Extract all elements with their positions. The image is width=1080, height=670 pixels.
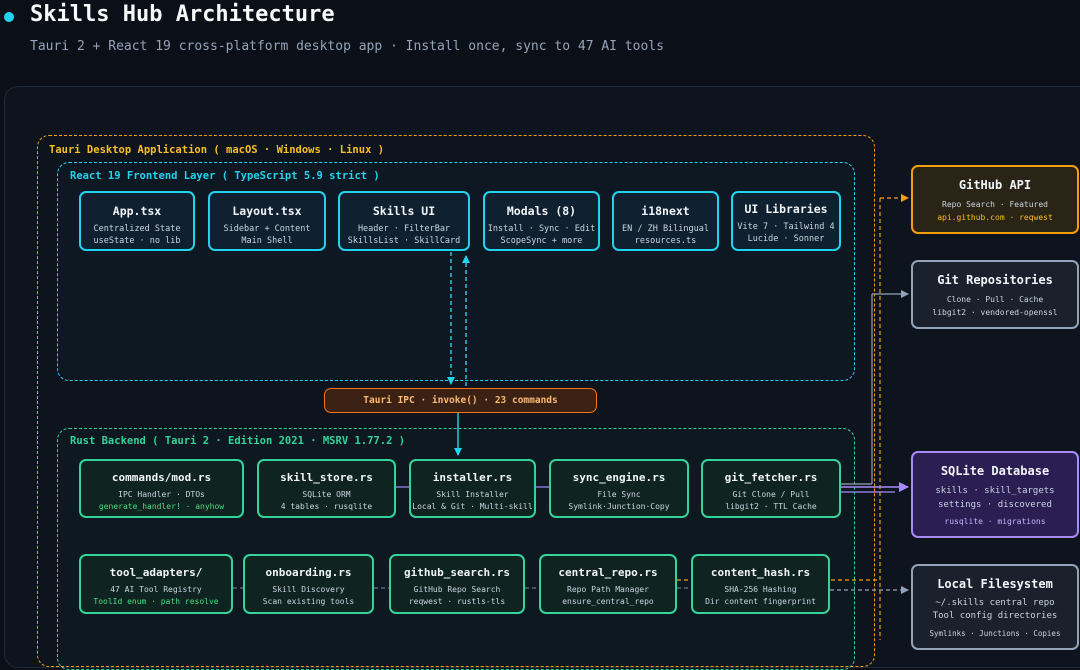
- node-title: Modals (8): [506, 204, 577, 218]
- skills-ui-node: Skills UI Header · FilterBar SkillsList …: [338, 191, 470, 251]
- node-accent: ToolId enum · path resolve: [93, 597, 219, 606]
- node-detail: Vite 7 · Tailwind 4: [737, 222, 835, 232]
- node-detail: libgit2 · TTL Cache: [725, 502, 817, 511]
- skill-store-node: skill_store.rs SQLite ORM 4 tables · rus…: [257, 459, 396, 518]
- node-detail: Clone · Pull · Cache: [946, 295, 1044, 304]
- node-detail: Local & Git · Multi-skill: [412, 502, 533, 511]
- node-title: i18next: [641, 204, 690, 218]
- node-title: commands/mod.rs: [111, 471, 212, 484]
- node-detail: Lucide · Sonner: [747, 234, 825, 244]
- node-detail: reqwest · rustls-tls: [408, 597, 506, 606]
- sqlite-database-node: SQLite Database skills · skill_targets s…: [911, 451, 1079, 538]
- title-bullet-icon: [4, 12, 14, 22]
- node-title: GitHub API: [958, 178, 1032, 192]
- node-detail: GitHub Repo Search: [413, 585, 501, 594]
- node-title: App.tsx: [112, 204, 162, 218]
- node-detail: ScopeSync + more: [500, 236, 583, 246]
- tool-adapters-node: tool_adapters/ 47 AI Tool Registry ToolI…: [79, 554, 233, 614]
- ui-libraries-node: UI Libraries Vite 7 · Tailwind 4 Lucide …: [731, 191, 841, 251]
- node-title: Layout.tsx: [232, 204, 302, 218]
- node-detail: ensure_central_repo: [562, 597, 654, 606]
- node-detail: IPC Handler · DTOs: [118, 490, 205, 499]
- ipc-label: Tauri IPC · invoke() · 23 commands: [363, 395, 558, 406]
- node-detail: Main Shell: [241, 236, 293, 246]
- node-detail: Tool config directories: [932, 611, 1058, 621]
- node-title: Git Repositories: [937, 273, 1053, 287]
- node-detail: Symlink·Junction·Copy: [568, 502, 670, 511]
- page-title: Skills Hub Architecture: [30, 2, 335, 27]
- node-detail: useState · no lib: [93, 236, 181, 246]
- node-title: Local Filesystem: [937, 577, 1053, 591]
- node-detail: Scan existing tools: [262, 597, 355, 606]
- local-filesystem-node: Local Filesystem ~/.skills central repo …: [911, 564, 1079, 650]
- node-title: onboarding.rs: [265, 566, 352, 579]
- node-detail: SHA-256 Hashing: [724, 585, 797, 594]
- sync-engine-node: sync_engine.rs File Sync Symlink·Junctio…: [549, 459, 689, 518]
- node-detail: Git Clone / Pull: [732, 490, 810, 499]
- tauri-app-group-label: Tauri Desktop Application ( macOS · Wind…: [49, 144, 385, 156]
- node-detail: Header · FilterBar: [357, 224, 451, 234]
- frontend-layer-label: React 19 Frontend Layer ( TypeScript 5.9…: [70, 170, 380, 182]
- node-detail: Repo Path Manager: [567, 585, 649, 594]
- node-detail: resources.ts: [634, 236, 697, 246]
- page-subtitle: Tauri 2 + React 19 cross-platform deskto…: [30, 39, 664, 54]
- page-header: Skills Hub Architecture Tauri 2 + React …: [0, 0, 1080, 86]
- node-detail: Skill Installer: [436, 490, 509, 499]
- node-title: Skills UI: [372, 204, 436, 218]
- node-detail: Symlinks · Junctions · Copies: [929, 629, 1061, 638]
- frontend-layer-group: [57, 162, 855, 381]
- node-detail: SkillsList · SkillCard: [347, 236, 461, 246]
- node-title: tool_adapters/: [109, 566, 203, 579]
- node-detail: Skill Discovery: [272, 585, 345, 594]
- node-detail: SQLite ORM: [302, 490, 351, 499]
- central-repo-node: central_repo.rs Repo Path Manager ensure…: [539, 554, 677, 614]
- node-detail: ~/.skills central repo: [935, 598, 1055, 608]
- node-title: UI Libraries: [744, 202, 828, 216]
- node-detail: Dir content fingerprint: [705, 597, 816, 606]
- node-title: github_search.rs: [404, 566, 510, 579]
- node-detail: Sidebar + Content: [223, 224, 311, 234]
- node-detail: EN / ZH Bilingual: [622, 224, 709, 234]
- node-accent: api.github.com · reqwest: [937, 213, 1053, 222]
- git-fetcher-node: git_fetcher.rs Git Clone / Pull libgit2 …: [701, 459, 841, 518]
- github-search-node: github_search.rs GitHub Repo Search reqw…: [389, 554, 525, 614]
- node-detail: Install · Sync · Edit: [487, 224, 596, 234]
- node-title: git_fetcher.rs: [724, 471, 818, 484]
- layout-tsx-node: Layout.tsx Sidebar + Content Main Shell: [208, 191, 326, 251]
- node-detail: 4 tables · rusqlite: [280, 502, 373, 511]
- node-detail: libgit2 · vendored-openssl: [932, 308, 1058, 317]
- node-accent: generate_handler! · anyhow: [98, 502, 225, 511]
- node-detail: File Sync: [597, 490, 641, 499]
- node-title: skill_store.rs: [280, 471, 373, 484]
- node-detail: 47 AI Tool Registry: [110, 585, 202, 594]
- node-detail: skills · skill_targets: [935, 486, 1055, 496]
- modals-node: Modals (8) Install · Sync · Edit ScopeSy…: [483, 191, 600, 251]
- installer-node: installer.rs Skill Installer Local & Git…: [409, 459, 536, 518]
- onboarding-node: onboarding.rs Skill Discovery Scan exist…: [243, 554, 374, 614]
- commands-mod-node: commands/mod.rs IPC Handler · DTOs gener…: [79, 459, 244, 518]
- node-title: installer.rs: [432, 471, 513, 484]
- node-title: content_hash.rs: [710, 566, 811, 579]
- node-detail: Repo Search · Featured: [942, 200, 1048, 209]
- node-detail: settings · discovered: [938, 500, 1052, 510]
- node-title: SQLite Database: [940, 464, 1050, 478]
- rust-backend-label: Rust Backend ( Tauri 2 · Edition 2021 · …: [70, 435, 406, 447]
- node-title: sync_engine.rs: [572, 471, 666, 484]
- node-title: central_repo.rs: [558, 566, 658, 579]
- github-api-node: GitHub API Repo Search · Featured api.gi…: [911, 165, 1079, 234]
- tauri-ipc-node: Tauri IPC · invoke() · 23 commands: [324, 388, 597, 413]
- node-accent: rusqlite · migrations: [944, 517, 1046, 526]
- content-hash-node: content_hash.rs SHA-256 Hashing Dir cont…: [691, 554, 830, 614]
- i18next-node: i18next EN / ZH Bilingual resources.ts: [612, 191, 719, 251]
- node-detail: Centralized State: [93, 224, 181, 234]
- app-tsx-node: App.tsx Centralized State useState · no …: [79, 191, 195, 251]
- git-repositories-node: Git Repositories Clone · Pull · Cache li…: [911, 260, 1079, 329]
